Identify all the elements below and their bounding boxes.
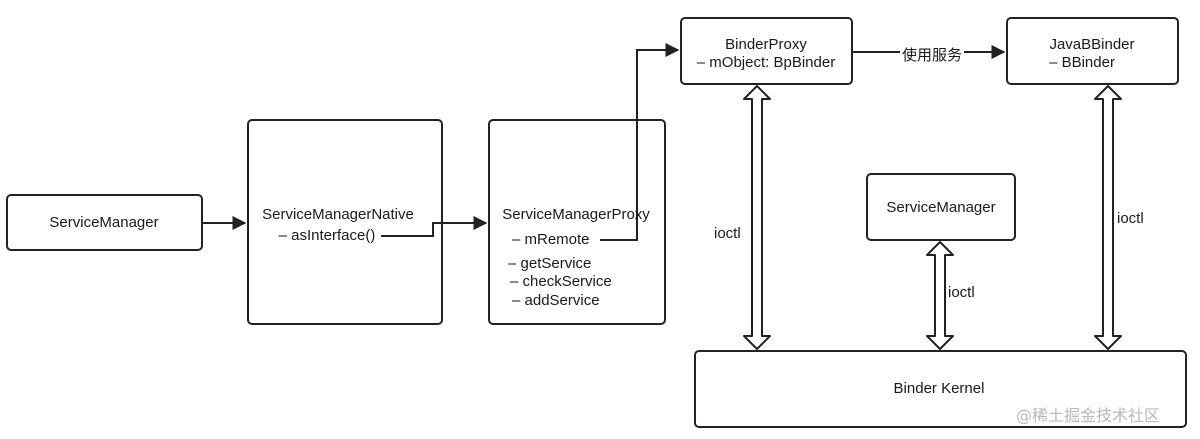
service-manager-proxy-title: ServiceManagerProxy [502,206,650,223]
arrow-asinterface-to-proxy [381,216,488,237]
ioctl-arrow-right [1094,85,1122,350]
java-bbinder-box [1006,17,1179,85]
service-manager-native-box [247,119,443,325]
service-manager-mid-box [866,173,1016,241]
service-manager-native-title: ServiceManagerNative [262,206,414,223]
ioctl-label-left: ioctl [714,225,741,242]
binder-proxy-title: BinderProxy [725,36,807,53]
use-service-label: 使用服务 [900,44,965,65]
binder-kernel-title: Binder Kernel [893,380,985,397]
service-manager-title: ServiceManager [49,214,159,231]
checkservice-method: – checkService [510,273,612,290]
binder-proxy-box [680,17,853,85]
ioctl-arrow-mid [926,241,954,350]
arrow-mremote-to-binderproxy [600,43,680,241]
asinterface-method: – asInterface() [278,227,376,244]
service-manager-mid-title: ServiceManager [886,199,996,216]
bbinder-superclass: – BBinder [1049,54,1115,71]
watermark-text: @稀土掘金技术社区 [1016,406,1161,425]
service-manager-box [6,194,203,251]
ioctl-label-mid: ioctl [948,284,975,301]
ioctl-arrow-left [743,85,771,350]
mobject-field: – mObject: BpBinder [696,54,836,71]
binder-kernel-box [694,350,1187,428]
mremote-field: – mRemote [512,231,590,248]
java-bbinder-title: JavaBBinder [1049,36,1135,53]
ioctl-label-right: ioctl [1117,210,1144,227]
addservice-method: – addService [512,292,600,309]
getservice-method: – getService [508,255,592,272]
